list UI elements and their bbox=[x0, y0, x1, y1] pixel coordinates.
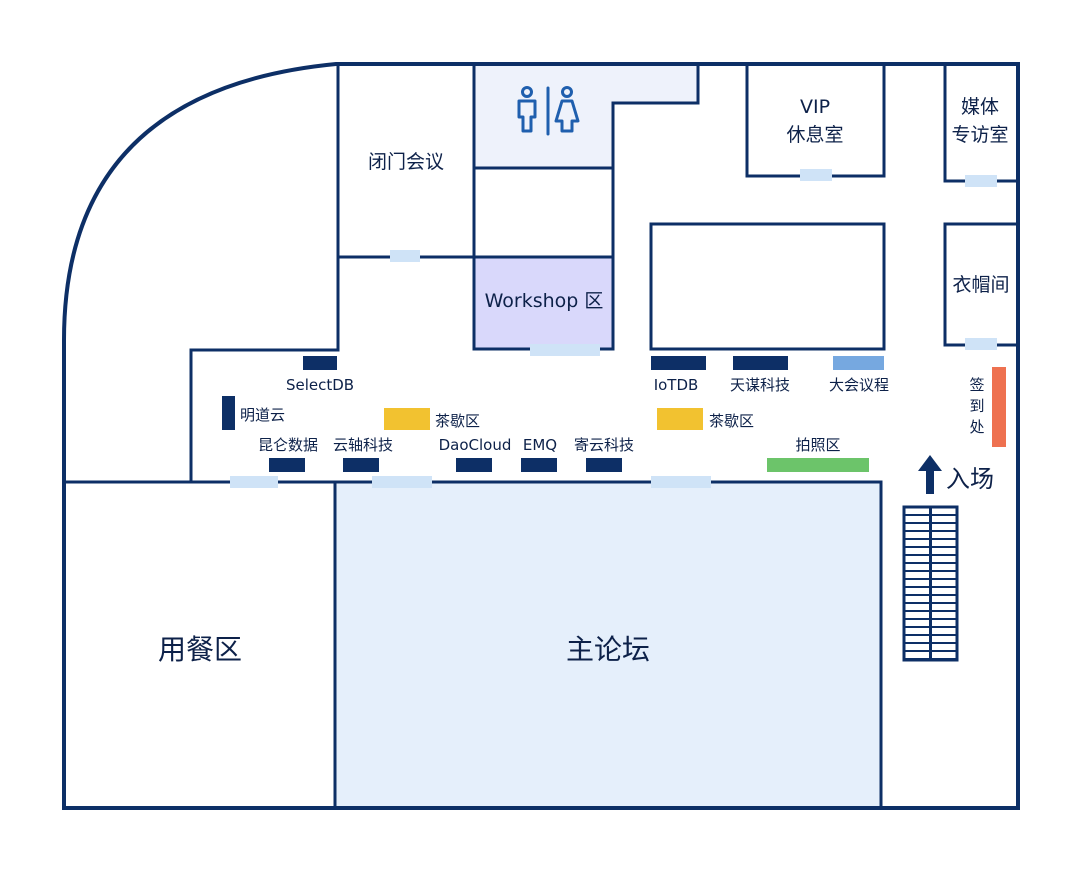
door-workshop bbox=[530, 344, 600, 356]
booth-kunlun-marker bbox=[269, 458, 305, 472]
booth-yunzhou: 云轴科技 bbox=[333, 436, 393, 454]
tea-break-1-marker bbox=[384, 408, 430, 430]
entrance-arrow-icon bbox=[918, 455, 942, 494]
door-forum-right bbox=[651, 476, 711, 488]
booth-markers bbox=[222, 356, 1006, 472]
booth-selectdb: SelectDB bbox=[286, 376, 354, 394]
restroom-icon bbox=[517, 86, 580, 136]
entrance-label: 入场 bbox=[946, 465, 994, 493]
booth-tianmou: 天谋科技 bbox=[730, 376, 790, 394]
tea-break-2-marker bbox=[657, 408, 703, 430]
photo-zone-label: 拍照区 bbox=[795, 436, 840, 454]
room-cloakroom: 衣帽间 bbox=[952, 274, 1009, 296]
door-media bbox=[965, 175, 997, 187]
door-dining bbox=[230, 476, 278, 488]
tea-break-2-label: 茶歇区 bbox=[709, 412, 754, 430]
agenda-marker bbox=[833, 356, 884, 370]
door-forum-left bbox=[372, 476, 432, 488]
booth-daocloud: DaoCloud bbox=[439, 436, 512, 454]
stairs-icon bbox=[902, 505, 959, 662]
room-media-line1: 媒体 bbox=[961, 96, 999, 118]
booth-jiyun: 寄云科技 bbox=[574, 436, 634, 454]
booth-tianmou-marker bbox=[733, 356, 788, 370]
building-outline bbox=[62, 62, 1020, 810]
main-forum-area bbox=[335, 482, 881, 808]
room-vip-line1: VIP bbox=[800, 96, 830, 118]
restroom-area bbox=[474, 64, 698, 168]
doorways bbox=[230, 169, 997, 488]
booth-kunlun: 昆仑数据 bbox=[258, 436, 318, 454]
photo-zone-marker bbox=[767, 458, 869, 472]
booth-selectdb-marker bbox=[303, 356, 337, 370]
booth-emq-marker bbox=[521, 458, 557, 472]
booth-mingdaoyun: 明道云 bbox=[240, 406, 285, 424]
door-vip bbox=[800, 169, 832, 181]
booth-jiyun-marker bbox=[586, 458, 622, 472]
room-main-forum: 主论坛 bbox=[566, 633, 650, 666]
workshop-area bbox=[474, 257, 613, 349]
booth-iotdb: IoTDB bbox=[654, 376, 699, 394]
booth-iotdb-marker bbox=[651, 356, 706, 370]
room-workshop: Workshop 区 bbox=[485, 290, 604, 312]
signin-marker bbox=[992, 367, 1006, 447]
room-closed-meeting: 闭门会议 bbox=[368, 151, 444, 173]
tea-break-1-label: 茶歇区 bbox=[435, 412, 480, 430]
room-vip-line2: 休息室 bbox=[786, 124, 843, 146]
signin-label: 签到处 bbox=[969, 376, 984, 436]
door-cloakroom bbox=[965, 338, 997, 350]
booth-yunzhou-marker bbox=[343, 458, 379, 472]
booth-mingdaoyun-marker bbox=[222, 396, 235, 430]
door-closed-meeting bbox=[390, 250, 420, 262]
room-dining: 用餐区 bbox=[158, 633, 242, 666]
room-media-line2: 专访室 bbox=[951, 124, 1008, 146]
agenda-label: 大会议程 bbox=[829, 376, 889, 394]
booth-daocloud-marker bbox=[456, 458, 492, 472]
booth-emq: EMQ bbox=[523, 436, 557, 454]
